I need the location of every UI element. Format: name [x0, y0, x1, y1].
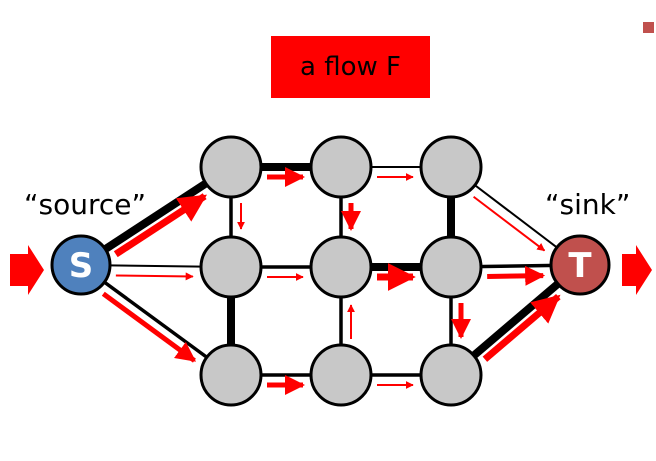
node-a3 — [419, 135, 483, 199]
output-flow-arrow — [622, 245, 652, 295]
flow-arrow-S-a1 — [113, 193, 208, 258]
source-label: “source” — [24, 188, 146, 221]
node-c3 — [419, 343, 483, 407]
node-c2 — [309, 343, 373, 407]
title-box: a flow F — [271, 36, 430, 98]
corner-marker — [643, 22, 654, 33]
node-c1 — [199, 343, 263, 407]
input-flow-arrow — [10, 245, 44, 295]
source-node-label: S — [69, 246, 94, 286]
flow-arrow-a3-T — [473, 195, 546, 252]
sink-node — [549, 234, 611, 296]
node-b1 — [199, 235, 263, 299]
flow-arrow-b3-T — [487, 265, 546, 286]
flow-arrow-S-c1 — [101, 291, 197, 363]
node-a1 — [199, 135, 263, 199]
flow-arrow-S-b1 — [115, 272, 194, 281]
flows-layer — [101, 167, 561, 395]
node-b2 — [309, 235, 373, 299]
node-a2 — [309, 135, 373, 199]
sink-label: “sink” — [545, 188, 630, 221]
title-text: a flow F — [300, 52, 401, 82]
flow-arrow-c3-T — [482, 293, 561, 362]
source-node — [50, 234, 112, 296]
node-b3 — [419, 235, 483, 299]
sink-node-label: T — [568, 246, 592, 286]
